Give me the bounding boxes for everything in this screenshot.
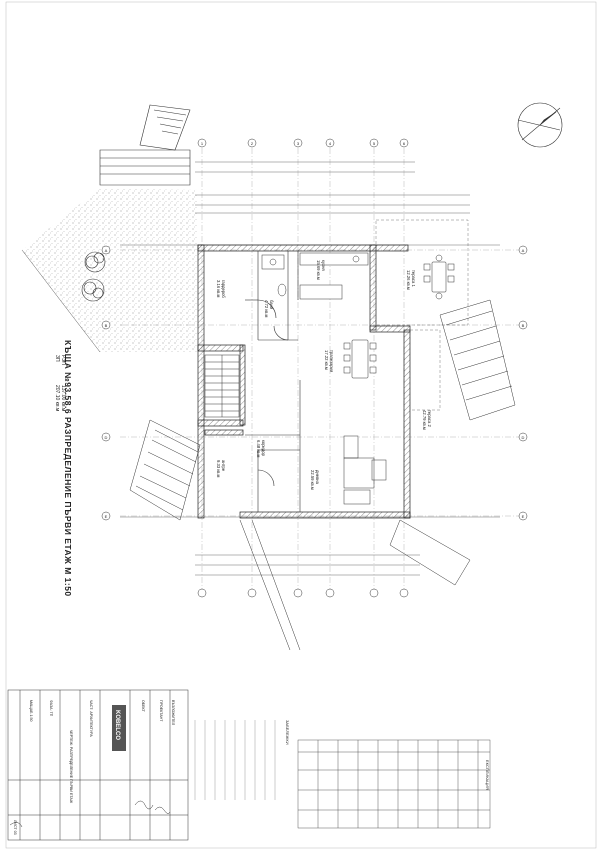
svg-text:E: E [522,514,525,519]
notes-title: ЗАБЕЛЕЖКИ [285,720,290,745]
stamp-row-client: ВЪЗЛОЖИТЕЛ [171,700,175,726]
title-block [7,689,189,841]
notes-block [194,720,276,800]
stamp-row-phase: ФАЗА: ТП [49,700,53,717]
room-area-corridor: 6.48 кв.м [256,440,261,458]
svg-text:D: D [522,435,525,440]
grid-label-b: B [105,323,108,328]
svg-text:B: B [522,323,525,328]
schedule-title: ЕКСПЛИКАЦИЯ [485,760,490,790]
grid-label-3: 3 [297,141,300,146]
bathroom-fixtures [261,254,287,297]
terrain-edge-line [21,249,101,353]
room-area-living: 22.59 кв.м [310,470,315,490]
room-area-terrace1: 12.26 кв.м [406,270,411,290]
grid-label-a: A [105,248,108,253]
external-stair-left [129,419,201,521]
grid-label-6: 6 [403,141,406,146]
grid-label-1: 1 [201,141,204,146]
terrain-stipple [22,188,198,352]
room-schedule-table [297,739,491,829]
stamp-row-object: ОБЕКТ [141,700,145,713]
signature-marks [9,800,171,828]
stamp-row-part: ЧАСТ: АРХИТЕКТУРА [89,700,93,737]
grid-bubbles-top [101,138,528,598]
building-walls [197,244,411,519]
top-entrance-steps [99,104,191,186]
terrace-outline [375,219,469,411]
room-label-kitchen: кухня [321,260,326,271]
svg-text:KOBELCO: KOBELCO [114,710,120,740]
interior-staircase [204,354,240,418]
room-area-entry: 9.33 кв.м [216,460,221,478]
grid-bubble-labels: 1 2 3 4 5 6 A B D E A B D E [105,141,525,519]
room-label-terrace1: тераса 1 [411,270,416,287]
room-label-terrace2: тераса 2 [427,410,432,427]
stamp-row-drawing: ЧЕРТЕЖ: РАЗПРЕДЕЛЕНИЕ ПЪРВИ ЕТАЖ [69,730,73,804]
stamp-row-sheet: ЛИСТ 03 [13,820,17,835]
subtitle-value-2: 207.10 кв.м [54,385,60,412]
room-label-dining: трапезария [329,350,334,372]
grid-label-4: 4 [329,141,332,146]
room-area-dining: 17.22 кв.м [324,350,329,370]
room-label-living: дневна [315,470,320,485]
svg-text:A: A [522,248,525,253]
room-area-wardrobe: 3.16 кв.м [216,280,221,298]
grid-label-e: E [105,514,108,519]
subtitle-line-2: ЗП [54,355,60,362]
grid-label-5: 5 [373,141,376,146]
subtitle-line-1: РЗП [60,355,66,365]
kitchen-counters [299,252,369,300]
terrace-table [423,254,455,300]
room-area-kitchen: 15.69 кв.м [316,260,321,280]
room-label-corridor: коридор [261,440,266,457]
room-area-terrace2: 42.79 кв.м [422,410,427,430]
grid-label-2: 2 [251,141,254,146]
dining-table [343,339,377,379]
subtitle-value-1: 137.00 кв.м [60,385,66,412]
stamp-row-scale: МАЩАБ 1:50 [29,700,33,722]
room-label-bath: баня [269,300,274,309]
external-stairs-right [239,299,516,651]
room-area-bath: 4.72 кв.м [264,300,269,318]
grid-label-d: D [105,435,108,440]
room-label-wardrobe: гардероб [221,280,226,298]
living-room-sofas [343,435,387,505]
company-logo: KOBELCO [112,705,126,751]
drawing-title: КЪЩА №93.58.6 РАЗПРЕДЕЛЕНИЕ ПЪРВИ ЕТАЖ М… [63,340,73,597]
interior-partitions [245,251,301,512]
tree-symbols [81,251,106,302]
sheet-frame [5,1,597,849]
room-label-entry: антре [221,460,226,472]
north-arrow [517,102,563,148]
stamp-row-designer: ПРОЕКТАНТ [159,700,163,722]
